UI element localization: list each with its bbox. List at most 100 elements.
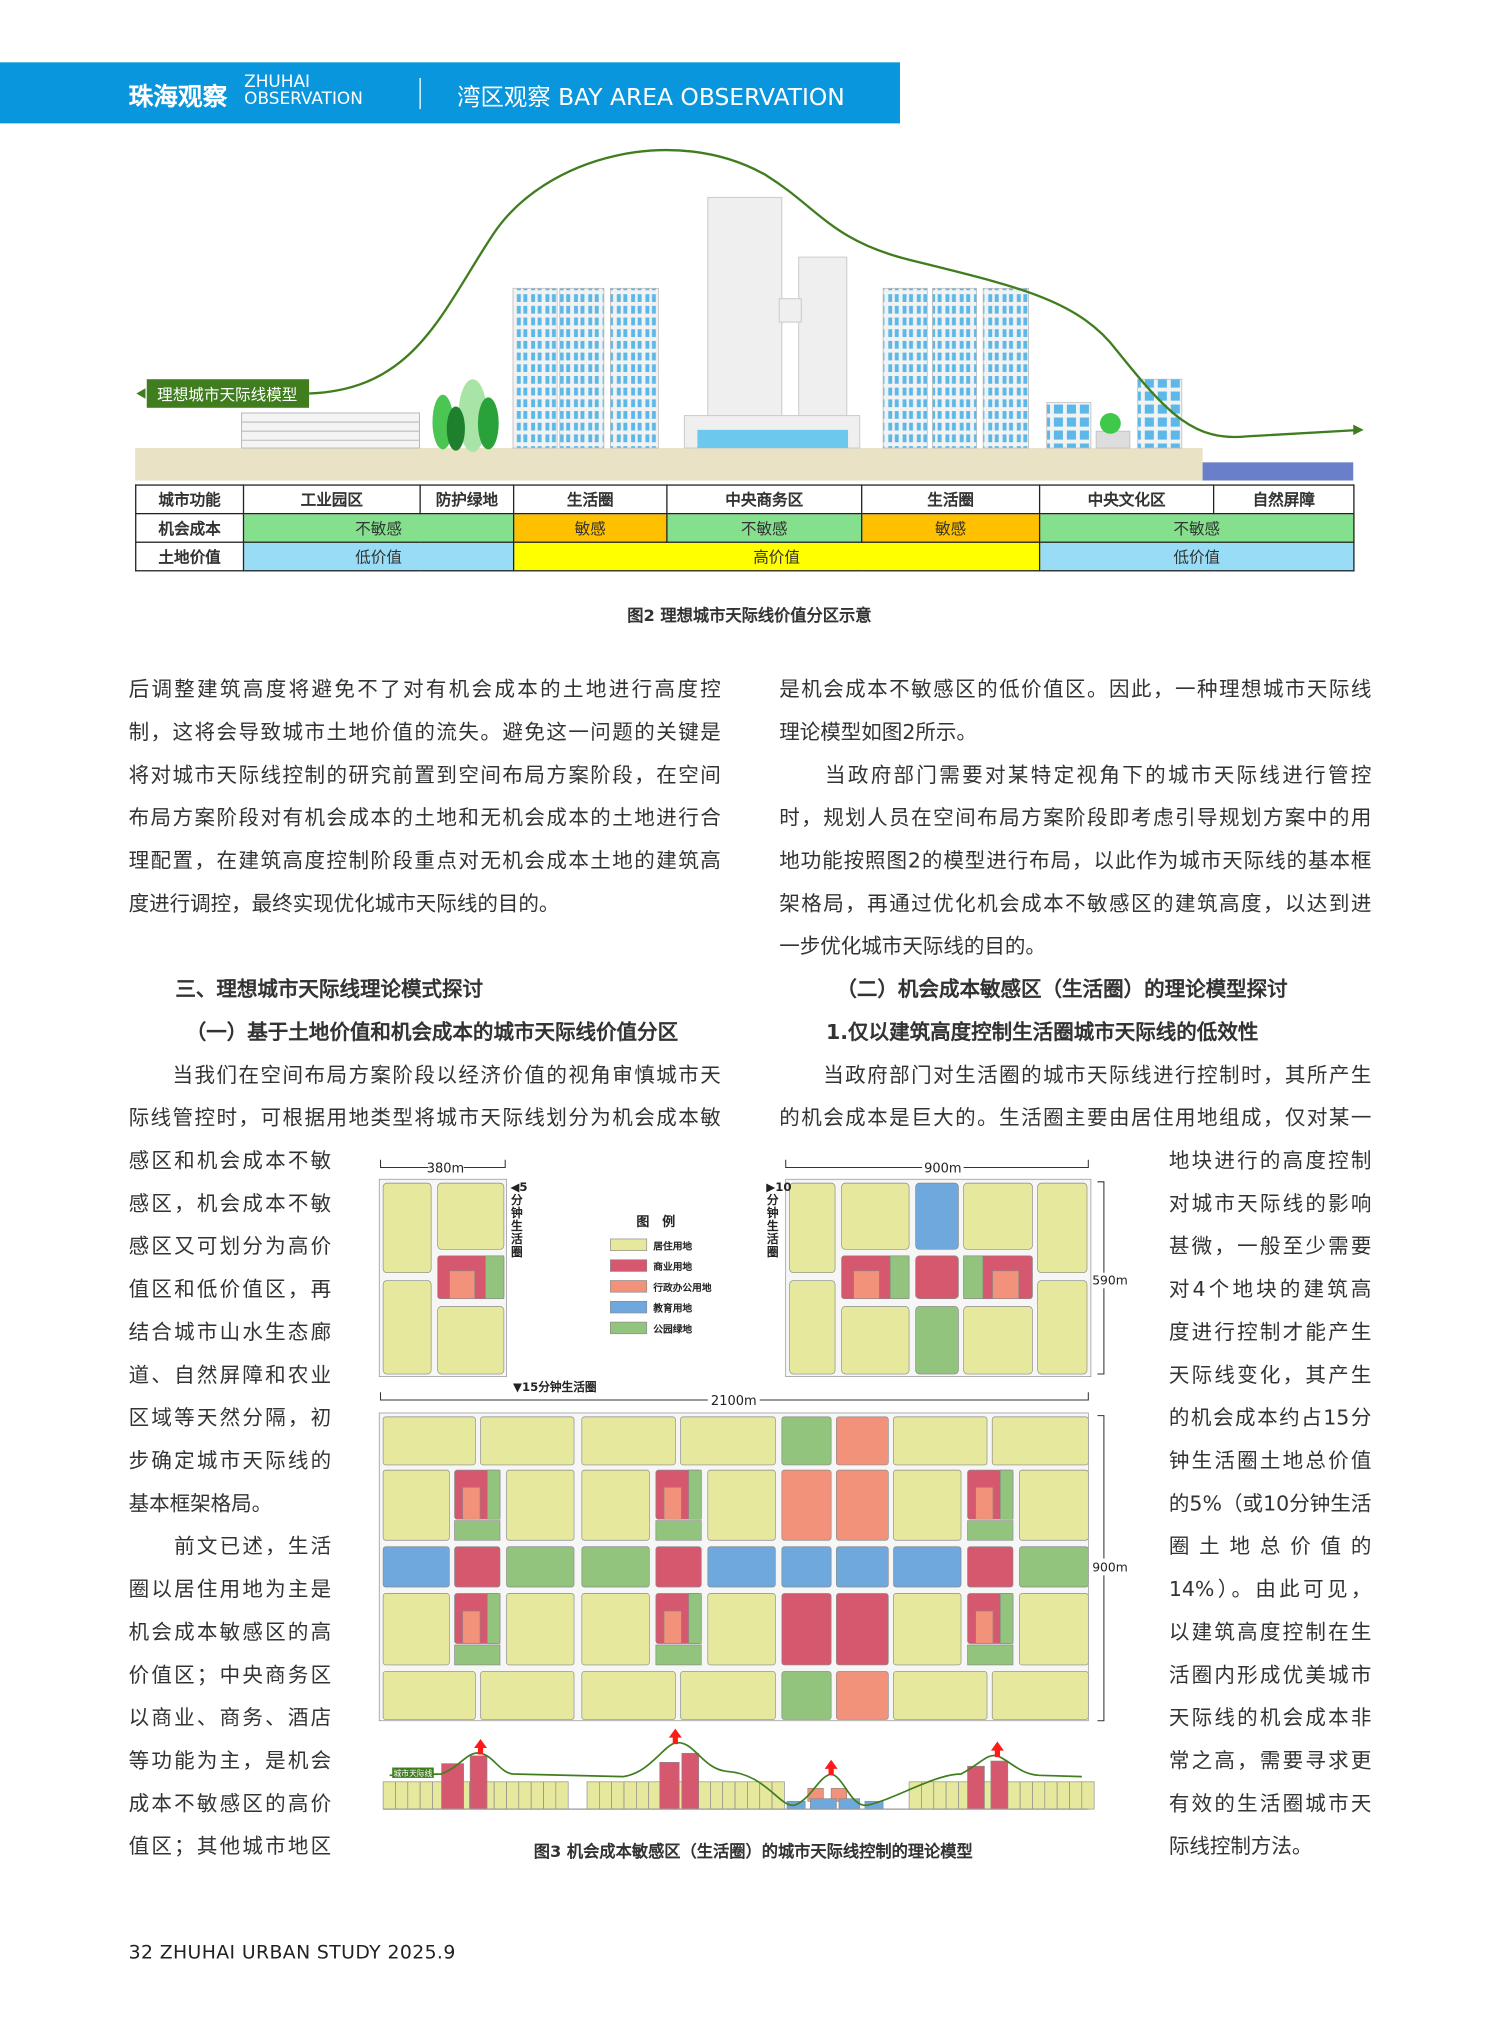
land-parcel bbox=[1037, 1182, 1088, 1274]
low-building bbox=[747, 1781, 761, 1810]
bottom-skyline-diagram bbox=[382, 1728, 1095, 1810]
legend-label: 行政办公用地 bbox=[652, 1281, 712, 1294]
legend-label: 居住用地 bbox=[653, 1239, 692, 1252]
text-line: 架格局，再通过优化机会成本不敏感区的建筑高度，以达到进 bbox=[779, 890, 1372, 916]
tall-commercial-building bbox=[441, 1763, 464, 1810]
water-band bbox=[1202, 462, 1354, 481]
arrow-up-icon bbox=[990, 1741, 1004, 1758]
legend-swatch bbox=[610, 1280, 648, 1293]
dim-900m-side: 900m bbox=[1092, 1560, 1128, 1574]
low-building bbox=[1044, 1781, 1058, 1810]
commercial-parcel bbox=[915, 1255, 959, 1300]
low-building bbox=[506, 1781, 520, 1810]
land-parcel bbox=[437, 1306, 505, 1375]
low-building bbox=[555, 1781, 569, 1810]
text-line: 理配置，在建筑高度控制阶段重点对无机会成本土地的建筑高 bbox=[128, 848, 721, 873]
text-line: 14%）。由此可见， bbox=[1168, 1576, 1372, 1602]
text-line: 当政府部门对生活圈的城市天际线进行控制时，其所产生 bbox=[779, 1062, 1372, 1088]
land-parcel bbox=[382, 1546, 450, 1588]
curve-label-box bbox=[146, 379, 310, 408]
cell-sensitive: 敏感 bbox=[512, 512, 668, 543]
trees bbox=[432, 379, 499, 452]
text-line: 布局方案阶段对有机会成本的土地和无机会成本的土地进行合 bbox=[128, 805, 721, 830]
text-line: 一步优化城市天际线的目的。 bbox=[779, 933, 1046, 959]
land-parcel bbox=[707, 1469, 776, 1541]
park-parcel bbox=[485, 1255, 505, 1300]
land-parcel bbox=[680, 1671, 776, 1720]
park-parcel bbox=[999, 1593, 1014, 1644]
text-line: 制，这将会导致城市土地价值的流失。避免这一问题的关键是 bbox=[128, 719, 721, 745]
park-parcel bbox=[999, 1469, 1014, 1520]
text-line: 际线管控时，可根据用地类型将城市天际线划分为机会成本敏 bbox=[128, 1105, 721, 1130]
land-parcel bbox=[893, 1671, 988, 1720]
low-building bbox=[407, 1781, 421, 1810]
text-line: 圈以居住用地为主是 bbox=[128, 1576, 332, 1602]
skyline-label-box bbox=[392, 1767, 434, 1778]
cell-low-value: 低价值 bbox=[1038, 541, 1355, 572]
text-line: 常之高，需要寻求更 bbox=[1168, 1748, 1372, 1773]
park-parcel bbox=[454, 1644, 501, 1666]
ground-band bbox=[135, 448, 1203, 481]
land-parcel bbox=[382, 1671, 476, 1720]
land-parcel bbox=[841, 1182, 910, 1250]
text-line: 的机会成本约占15分 bbox=[1168, 1405, 1372, 1430]
text-line: 钟生活圈土地总价值 bbox=[1168, 1448, 1372, 1473]
low-building bbox=[611, 1781, 625, 1810]
land-parcel bbox=[836, 1546, 889, 1588]
text-line: 基本框架格局。 bbox=[128, 1490, 273, 1516]
land-parcel bbox=[1037, 1280, 1088, 1375]
office-parcel bbox=[663, 1486, 682, 1520]
park-parcel bbox=[915, 1306, 959, 1375]
cell: 中央商务区 bbox=[666, 484, 863, 515]
dim-2100m: 2100m bbox=[711, 1394, 757, 1409]
low-building bbox=[921, 1781, 935, 1810]
section-heading: （一）基于土地价值和机会成本的城市天际线价值分区 bbox=[185, 1019, 679, 1045]
land-parcel bbox=[781, 1546, 832, 1588]
section-heading: （二）机会成本敏感区（生活圈）的理论模型探讨 bbox=[836, 976, 1288, 1002]
land-parcel bbox=[382, 1182, 432, 1274]
land-parcel bbox=[836, 1416, 889, 1466]
land-parcel bbox=[581, 1671, 676, 1720]
land-parcel bbox=[841, 1306, 910, 1375]
text-line: 成本不敏感区的高价 bbox=[128, 1790, 332, 1816]
land-parcel bbox=[781, 1416, 832, 1466]
text-line: 的机会成本是巨大的。生活圈主要由居住用地组成，仅对某一 bbox=[779, 1105, 1372, 1130]
office-parcel bbox=[462, 1486, 481, 1520]
low-building bbox=[395, 1781, 409, 1810]
cell: 工业园区 bbox=[242, 484, 421, 515]
school-building bbox=[810, 1798, 837, 1810]
text-line: 地块进行的高度控制 bbox=[1168, 1148, 1372, 1173]
land-parcel bbox=[506, 1469, 575, 1541]
park-parcel bbox=[655, 1520, 702, 1541]
office-parcel bbox=[975, 1486, 994, 1520]
cell-sensitive: 敏感 bbox=[861, 512, 1041, 543]
arrow-up-icon bbox=[824, 1759, 838, 1776]
low-building bbox=[648, 1781, 662, 1810]
land-parcel bbox=[437, 1182, 505, 1250]
park-parcel bbox=[486, 1469, 501, 1520]
text-line: 前文已述，生活 bbox=[128, 1533, 332, 1559]
office-parcel bbox=[663, 1610, 682, 1644]
skyline-label: 城市天际线 bbox=[394, 1768, 433, 1778]
figure-2-skyline-illustration: 理想城市天际线模型 bbox=[135, 148, 1364, 481]
land-parcel bbox=[382, 1593, 450, 1666]
dim-380m: 380m bbox=[427, 1162, 464, 1177]
tall-commercial-building bbox=[681, 1752, 700, 1810]
land-parcel bbox=[967, 1546, 1014, 1588]
land-parcel bbox=[836, 1469, 889, 1541]
section-heading: 1.仅以建筑高度控制生活圈城市天际线的低效性 bbox=[825, 1019, 1259, 1045]
dimension-lines bbox=[379, 1159, 1105, 1722]
right-column-text: 是机会成本不敏感区的低价值区。因此，一种理想城市天际线理论模型如图2所示。 当政… bbox=[779, 668, 1371, 1139]
text-line: 时，规划人员在空间布局方案阶段即考虑引导规划方案中的用 bbox=[779, 805, 1372, 830]
brand-en-line1: ZHUHAI bbox=[244, 72, 311, 93]
park-parcel bbox=[688, 1593, 702, 1644]
low-building bbox=[710, 1781, 724, 1810]
land-parcel bbox=[506, 1546, 575, 1588]
land-parcel bbox=[836, 1671, 889, 1720]
low-building bbox=[1081, 1781, 1095, 1810]
residential-towers-right bbox=[882, 287, 1029, 449]
office-parcel bbox=[975, 1610, 994, 1644]
low-building bbox=[419, 1781, 433, 1810]
